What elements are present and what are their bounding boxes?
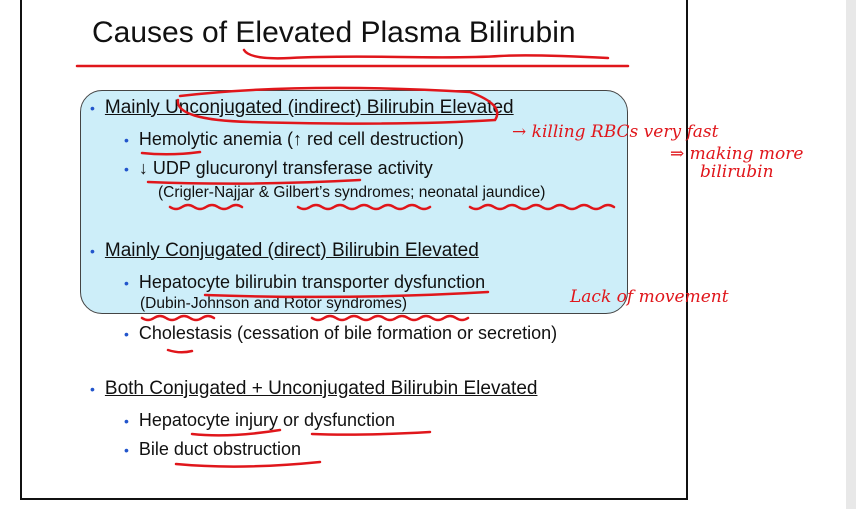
list-item: •Hepatocyte bilirubin transporter dysfun… <box>124 272 486 292</box>
annotation: Lack of movement <box>570 287 729 307</box>
list-item: •Hemolytic anemia (↑ red cell destructio… <box>124 129 465 149</box>
list-item: •Bile duct obstruction <box>124 439 301 459</box>
annotation: bilirubin <box>700 162 774 182</box>
scrollbar[interactable] <box>846 0 856 509</box>
list-item: •↓ UDP glucuronyl transferase activity <box>124 158 433 178</box>
detail-text: (Crigler-Najjar & Gilbert’s syndromes; n… <box>158 184 546 201</box>
section-heading: •Both Conjugated + Unconjugated Bilirubi… <box>90 378 538 399</box>
highlight-box <box>80 90 628 314</box>
slide-title: Causes of Elevated Plasma Bilirubin <box>92 16 576 49</box>
circle-mark <box>176 86 499 125</box>
list-item: •Cholestasis (cessation of bile formatio… <box>124 323 558 343</box>
annotation: ⇒ making more <box>670 144 804 164</box>
section-heading: •Mainly Unconjugated (indirect) Bilirubi… <box>90 97 514 118</box>
annotation: → killing RBCs very fast <box>512 122 719 142</box>
list-item: •Hepatocyte injury or dysfunction <box>124 410 396 430</box>
section-heading: •Mainly Conjugated (direct) Bilirubin El… <box>90 240 479 261</box>
detail-text: (Dubin-Johnson and Rotor syndromes) <box>140 295 408 312</box>
title-underline <box>242 48 610 60</box>
